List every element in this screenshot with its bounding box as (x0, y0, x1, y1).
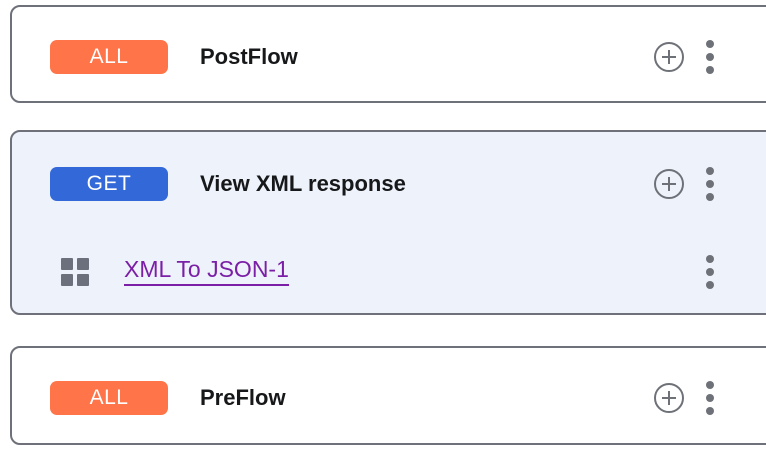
flow-panel-postflow[interactable]: ALL PostFlow (10, 5, 766, 103)
flow-name-preflow: PreFlow (200, 385, 286, 410)
flow-name-view-xml-response: View XML response (200, 171, 406, 196)
kebab-dot (706, 167, 714, 175)
plus-circle-icon[interactable] (654, 383, 684, 413)
kebab-dot (706, 66, 714, 74)
kebab-dot (706, 255, 714, 263)
kebab-dot (706, 268, 714, 276)
policy-link-xml-to-json-1[interactable]: XML To JSON-1 (124, 258, 289, 286)
plus-circle-icon[interactable] (654, 169, 684, 199)
kebab-dot (706, 407, 714, 415)
flow-row-view-xml-response[interactable]: GET View XML response (12, 156, 766, 212)
kebab-dot (706, 381, 714, 389)
kebab-menu-icon[interactable] (705, 255, 715, 289)
method-badge-all: ALL (50, 40, 168, 74)
kebab-menu-icon[interactable] (705, 40, 715, 74)
kebab-menu-icon[interactable] (705, 381, 715, 415)
grid-squares-icon (61, 258, 89, 286)
grid-square (61, 258, 73, 270)
kebab-dot (706, 180, 714, 188)
grid-square (61, 274, 73, 286)
method-badge-all: ALL (50, 381, 168, 415)
flow-row-postflow[interactable]: ALL PostFlow (12, 29, 766, 85)
grid-square (77, 258, 89, 270)
flow-row-preflow[interactable]: ALL PreFlow (12, 370, 766, 426)
kebab-dot (706, 193, 714, 201)
flow-panel-preflow[interactable]: ALL PreFlow (10, 346, 766, 445)
grid-square (77, 274, 89, 286)
kebab-dot (706, 53, 714, 61)
plus-circle-icon[interactable] (654, 42, 684, 72)
method-badge-get: GET (50, 167, 168, 201)
kebab-dot (706, 40, 714, 48)
flow-name-postflow: PostFlow (200, 44, 298, 69)
kebab-menu-icon[interactable] (705, 167, 715, 201)
kebab-dot (706, 281, 714, 289)
flow-panel-view-xml-response[interactable]: GET View XML response XML To JSON-1 (10, 130, 766, 315)
policy-row-xml-to-json-1[interactable]: XML To JSON-1 (12, 244, 766, 300)
kebab-dot (706, 394, 714, 402)
